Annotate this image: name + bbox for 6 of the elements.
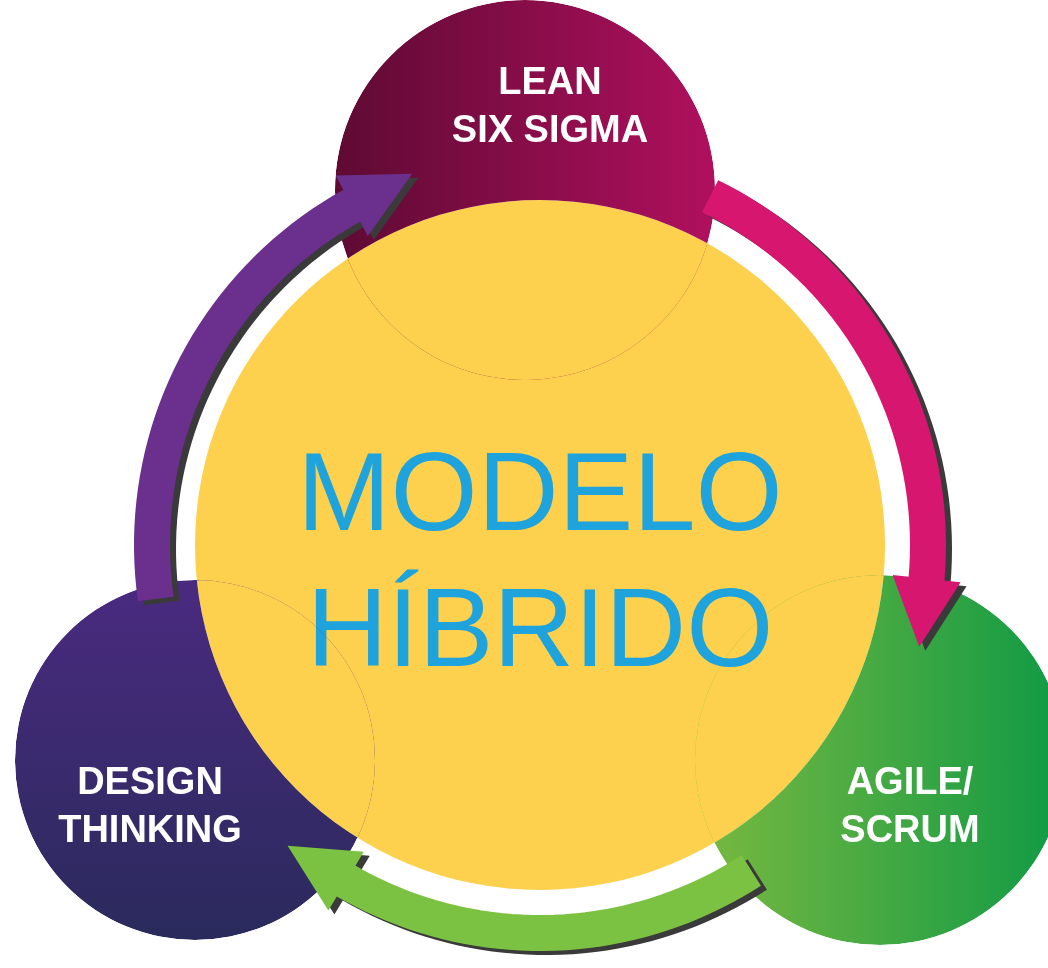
circle-label: DESIGN THINKING: [57, 759, 243, 852]
circle-label: LEAN SIX SIGMA: [450, 59, 650, 152]
curved-arrow: [287, 845, 761, 951]
circle-label: AGILE/ SCRUM: [839, 759, 981, 852]
title-text: MODELO HÍBRIDO: [296, 428, 784, 692]
curved-arrow: [701, 180, 961, 647]
